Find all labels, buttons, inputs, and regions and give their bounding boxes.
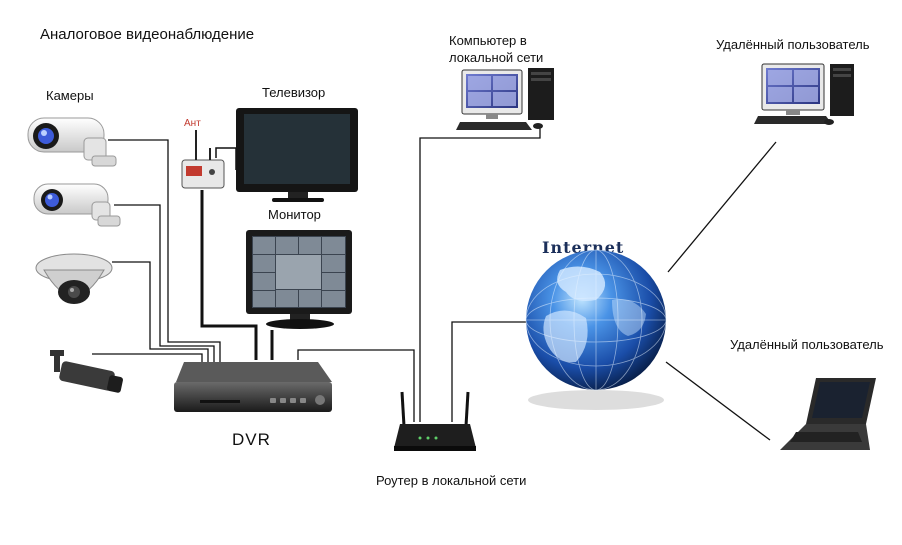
router [394, 391, 476, 451]
antenna-label: Ант [184, 118, 201, 129]
remote-user-bottom-label: Удалённый пользователь [730, 337, 884, 352]
cameras-label: Камеры [46, 88, 94, 103]
cable-router-pc [419, 126, 541, 422]
remote-desktop [754, 63, 854, 125]
monitor-label: Монитор [268, 207, 321, 222]
cable-antenna [200, 190, 258, 360]
cable-camera-4 [92, 353, 203, 362]
camera-4 [50, 350, 123, 393]
monitor [246, 230, 352, 329]
cable-camera-2 [114, 204, 215, 362]
cable-router-internet [451, 321, 528, 422]
camera-3 [35, 253, 113, 304]
local-pc-label-line1: Компьютер в [449, 33, 527, 48]
dvr-label: DVR [232, 430, 271, 449]
diagram-title: Аналоговое видеонаблюдение [40, 26, 255, 43]
link-internet-laptop [665, 361, 771, 441]
remote-laptop [780, 378, 876, 450]
local-pc [456, 68, 554, 130]
router-label: Роутер в локальной сети [376, 473, 527, 488]
local-pc-label-line2: локальной сети [449, 50, 544, 65]
link-internet-remote-desktop [667, 141, 777, 273]
dvr [174, 362, 332, 412]
cable-dvr-router [297, 349, 415, 422]
cable-camera-1 [108, 139, 221, 362]
internet-globe [525, 249, 667, 410]
camera-1 [27, 117, 117, 167]
remote-user-top-label: Удалённый пользователь [716, 37, 870, 52]
tv-label: Телевизор [262, 85, 326, 100]
cable-camera-3 [112, 261, 209, 362]
tv [236, 108, 358, 202]
camera-2 [33, 183, 121, 227]
cables [92, 126, 777, 441]
antenna-box [181, 130, 225, 189]
